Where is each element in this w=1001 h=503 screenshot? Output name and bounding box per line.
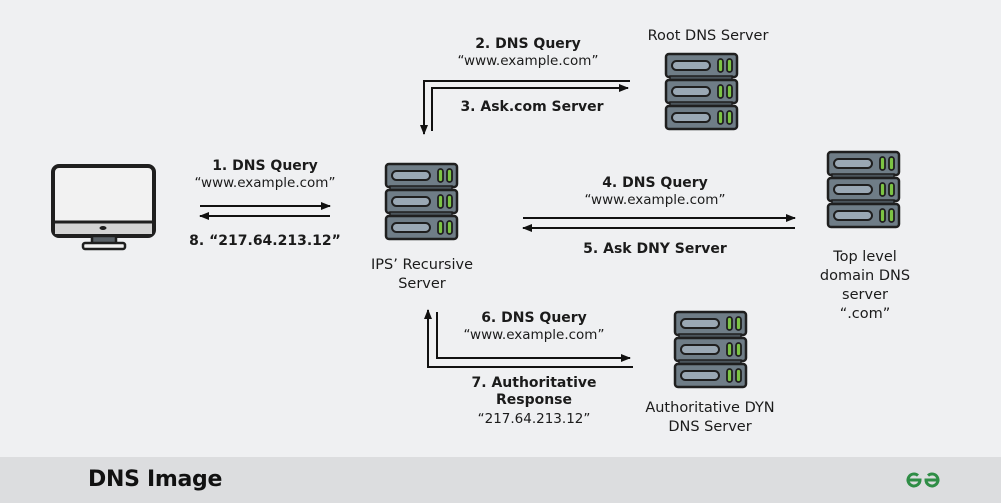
tld-label-line-4: “.com” <box>839 306 891 322</box>
authoritative-label-line-2: DNS Server <box>668 419 752 435</box>
root-server-icon <box>664 52 739 131</box>
status-led <box>726 342 733 357</box>
step-6-title: 6. DNS Query <box>481 310 587 326</box>
dns-diagram: IPS’ Recursive Server Root DNS Server To… <box>51 28 930 437</box>
drive-slot <box>671 60 711 71</box>
arrow-step-7 <box>424 309 633 368</box>
status-led <box>888 156 895 171</box>
status-led <box>717 84 724 99</box>
recursive-server-label: IPS’ Recursive Server <box>350 256 494 294</box>
step-1-detail: “www.example.com” <box>194 175 336 191</box>
tld-label-line-3: server <box>842 287 888 303</box>
status-led <box>726 84 733 99</box>
status-led <box>726 58 733 73</box>
drive-slot <box>391 196 431 207</box>
drive-slot <box>680 344 720 355</box>
drive-slot <box>391 170 431 181</box>
status-led <box>446 168 453 183</box>
step-2-detail: “www.example.com” <box>457 53 599 69</box>
step-4-detail: “www.example.com” <box>584 192 726 208</box>
step-7-detail: “217.64.213.12” <box>477 411 591 427</box>
status-led <box>446 194 453 209</box>
authoritative-label-line-1: Authoritative DYN <box>645 400 775 416</box>
arrow-step-2 <box>431 84 629 131</box>
root-server-label: Root DNS Server <box>647 28 769 44</box>
tld-server-label: Top level domain DNS server “.com” <box>800 248 930 324</box>
status-led <box>879 156 886 171</box>
step-4-title: 4. DNS Query <box>602 175 708 191</box>
step-7-label: 7. Authoritative Response “217.64.213.12… <box>446 375 622 428</box>
step-3-label: 3. Ask.com Server <box>460 99 604 115</box>
drive-slot <box>833 158 873 169</box>
drive-slot <box>671 112 711 123</box>
gfg-logo-icon[interactable] <box>905 471 941 489</box>
drive-slot <box>680 370 720 381</box>
authoritative-server-icon <box>673 310 748 389</box>
tld-label-line-2: domain DNS <box>819 268 911 284</box>
arrow-step-6 <box>436 312 631 362</box>
authoritative-server-label: Authoritative DYN DNS Server <box>620 399 800 437</box>
status-led <box>735 342 742 357</box>
step-7-title-line-2: Response <box>495 392 573 408</box>
drive-slot <box>833 210 873 221</box>
drive-slot <box>833 184 873 195</box>
status-led <box>879 182 886 197</box>
drive-slot <box>680 318 720 329</box>
drive-slot <box>671 86 711 97</box>
arrows-layer <box>199 80 796 368</box>
status-led <box>437 194 444 209</box>
status-led <box>717 58 724 73</box>
step-2-title: 2. DNS Query <box>475 36 581 52</box>
status-led <box>437 168 444 183</box>
step-1-title: 1. DNS Query <box>212 158 318 174</box>
footer-title: DNS Image <box>88 467 223 492</box>
status-led <box>726 368 733 383</box>
step-6-label: 6. DNS Query “www.example.com” <box>446 310 622 344</box>
tld-server-icon <box>826 150 901 229</box>
step-6-detail: “www.example.com” <box>463 327 605 343</box>
status-led <box>726 110 733 125</box>
status-led <box>888 208 895 223</box>
step-7-title-line-1: 7. Authoritative <box>471 375 597 391</box>
step-1-label: 1. DNS Query “www.example.com” <box>180 158 350 192</box>
arrow-step-3 <box>420 80 630 135</box>
status-led <box>726 316 733 331</box>
status-led <box>888 182 895 197</box>
tld-label-line-1: Top level <box>833 249 897 265</box>
footer-bar: DNS Image <box>0 457 1001 503</box>
status-led <box>735 316 742 331</box>
desktop-computer-icon <box>51 164 156 251</box>
step-5-label: 5. Ask DNY Server <box>583 241 727 257</box>
step-2-label: 2. DNS Query “www.example.com” <box>440 36 616 70</box>
status-led <box>717 110 724 125</box>
status-led <box>735 368 742 383</box>
recursive-server-icon <box>384 162 459 241</box>
drive-slot <box>391 222 431 233</box>
status-led <box>446 220 453 235</box>
step-8-label: 8. “217.64.213.12” <box>189 233 341 249</box>
recursive-label-line-1: IPS’ Recursive <box>371 257 473 273</box>
status-led <box>437 220 444 235</box>
recursive-label-line-2: Server <box>398 276 446 292</box>
status-led <box>879 208 886 223</box>
step-4-label: 4. DNS Query “www.example.com” <box>560 175 750 209</box>
